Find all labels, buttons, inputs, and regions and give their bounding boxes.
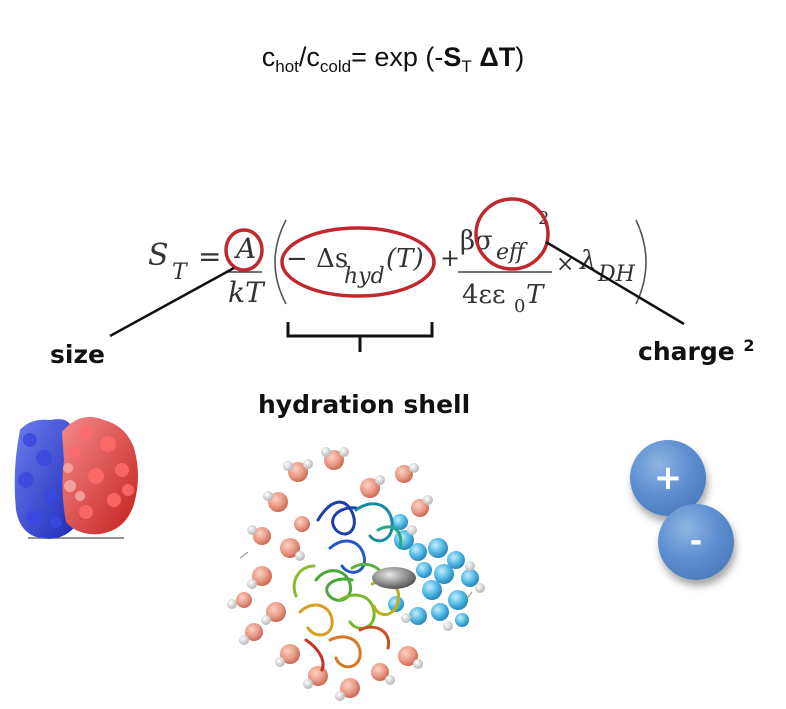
negative-charge-sphere: -	[658, 504, 734, 580]
hydrogen-atoms	[227, 447, 485, 701]
eq-denominator: 4εε	[462, 280, 506, 310]
positive-charge-sphere: +	[630, 440, 706, 516]
eq-of-T: (T)	[386, 244, 424, 274]
eq-left-paren	[274, 219, 287, 305]
size-label: size	[50, 340, 105, 369]
ribbon-protein	[292, 500, 403, 672]
hydration-shell-image	[227, 447, 485, 701]
eq-hyd: hyd	[344, 264, 385, 289]
eq-right-paren	[635, 219, 647, 305]
hydration-brace	[286, 322, 434, 352]
hydration-shell-label: hydration shell	[258, 390, 471, 419]
thermophoresis-equation: chot/ccold= exp (-ST ΔT)	[261, 42, 525, 76]
size-highlight-circle	[224, 228, 264, 272]
eq-times: ×	[556, 252, 575, 277]
cyan-waters	[388, 514, 479, 627]
eq-T-denominator: T	[526, 280, 544, 310]
charge-label-superscript: 2	[743, 336, 755, 355]
charge-label: charge 2	[638, 336, 755, 366]
grey-ligand	[372, 567, 416, 589]
protein-surface-image	[14, 416, 138, 539]
charge-label-text: charge	[638, 337, 735, 366]
eq-eff: eff	[496, 240, 525, 265]
hydration-highlight-circle	[280, 226, 436, 298]
eq-equals: =	[198, 240, 222, 273]
eq-plus: +	[440, 244, 461, 272]
negative-charge-symbol: -	[689, 524, 703, 559]
eq-kT: kT	[228, 276, 264, 309]
charge-highlight-circle	[474, 197, 550, 271]
positive-charge-symbol: +	[653, 458, 683, 498]
charge-pointer-line	[545, 240, 685, 326]
eq-lhs-S: S	[148, 238, 169, 273]
eq-minus-ds: − Δs	[286, 244, 349, 274]
size-pointer-line	[109, 266, 235, 338]
eq-zero: 0	[514, 296, 526, 317]
eq-A: A	[236, 232, 257, 265]
eq-lhs-sub: T	[172, 260, 187, 285]
